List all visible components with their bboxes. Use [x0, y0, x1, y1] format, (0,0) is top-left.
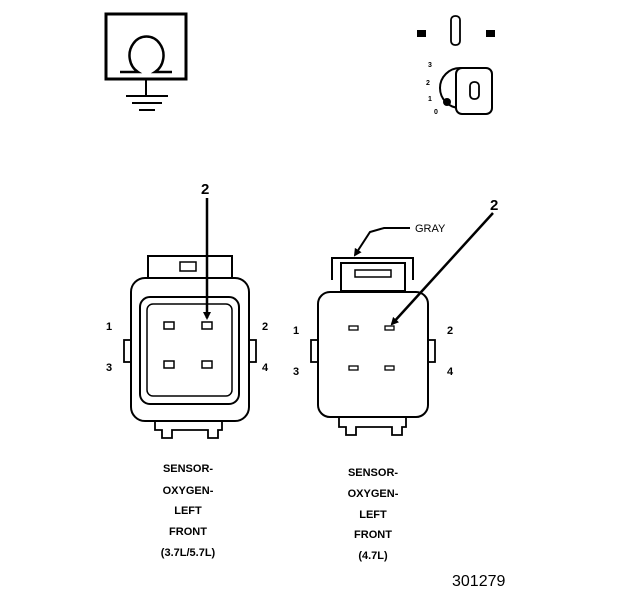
- right-pin-1: 1: [293, 325, 299, 337]
- caption-left-line-5: (3.7L/5.7L): [161, 547, 216, 559]
- callout-left: 2: [201, 181, 209, 198]
- ignition-pos-0: 0: [434, 109, 438, 116]
- caption-left-line-4: FRONT: [169, 526, 207, 538]
- caption-right: SENSOR- OXYGEN- LEFT FRONT (4.7L): [348, 467, 399, 562]
- right-pin-2: 2: [447, 325, 453, 337]
- caption-right-line-5: (4.7L): [358, 550, 388, 562]
- ground-meter-icon: [104, 12, 188, 111]
- left-pin-2: 2: [262, 321, 268, 333]
- connector-right: [310, 212, 494, 436]
- caption-left: SENSOR- OXYGEN- LEFT FRONT (3.7L/5.7L): [161, 463, 216, 559]
- ignition-key-icon: 3 2 1 0: [417, 15, 495, 116]
- caption-right-line-1: SENSOR-: [348, 467, 398, 479]
- caption-right-line-3: LEFT: [359, 509, 387, 521]
- figure-number: 301279: [452, 573, 505, 590]
- caption-right-line-4: FRONT: [354, 529, 392, 541]
- callout-right: 2: [490, 197, 498, 214]
- ignition-pos-2: 2: [426, 80, 430, 87]
- caption-left-line-2: OXYGEN-: [163, 485, 214, 497]
- left-pin-4: 4: [262, 362, 269, 374]
- right-pin-4: 4: [447, 366, 454, 378]
- caption-left-line-3: LEFT: [174, 505, 202, 517]
- caption-right-line-2: OXYGEN-: [348, 488, 399, 500]
- connector-color-label: GRAY: [415, 223, 446, 235]
- caption-left-line-1: SENSOR-: [163, 463, 213, 475]
- ignition-pos-1: 1: [428, 96, 432, 103]
- connector-left: [123, 198, 257, 439]
- left-pin-3: 3: [106, 362, 112, 374]
- ignition-pos-3: 3: [428, 62, 432, 69]
- left-pin-1: 1: [106, 321, 112, 333]
- right-pin-3: 3: [293, 366, 299, 378]
